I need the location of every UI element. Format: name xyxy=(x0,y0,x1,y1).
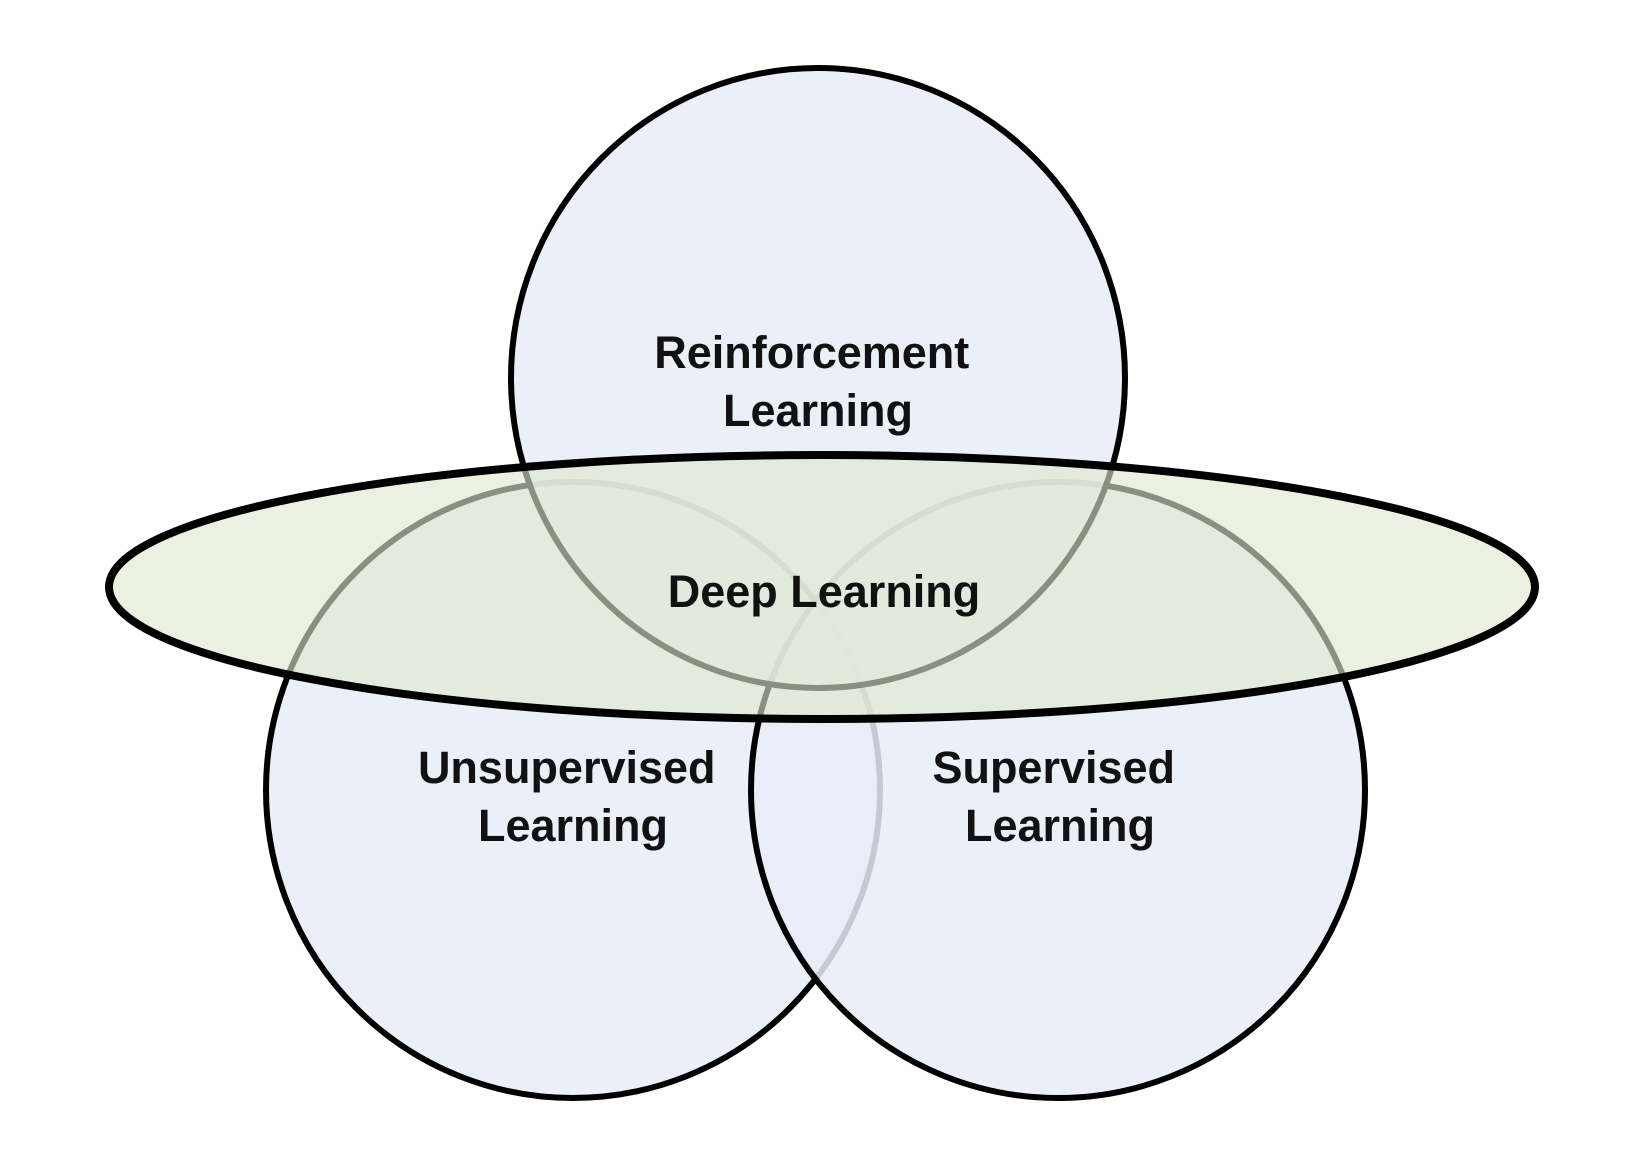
unsupervised-label-line2: Learning xyxy=(478,800,668,851)
deep-learning-ellipse xyxy=(105,451,1539,723)
reinforcement-label-line1: Reinforcement xyxy=(654,327,969,378)
reinforcement-learning-label: Reinforcement Learning xyxy=(654,327,982,436)
unsupervised-label-line1: Unsupervised xyxy=(418,742,716,793)
reinforcement-label-line2: Learning xyxy=(723,385,913,436)
supervised-learning-label: Supervised Learning xyxy=(932,742,1187,851)
supervised-label-line2: Learning xyxy=(965,800,1155,851)
deep-learning-label: Deep Learning xyxy=(668,566,981,617)
unsupervised-learning-label: Unsupervised Learning xyxy=(418,742,728,851)
supervised-label-line1: Supervised xyxy=(932,742,1175,793)
